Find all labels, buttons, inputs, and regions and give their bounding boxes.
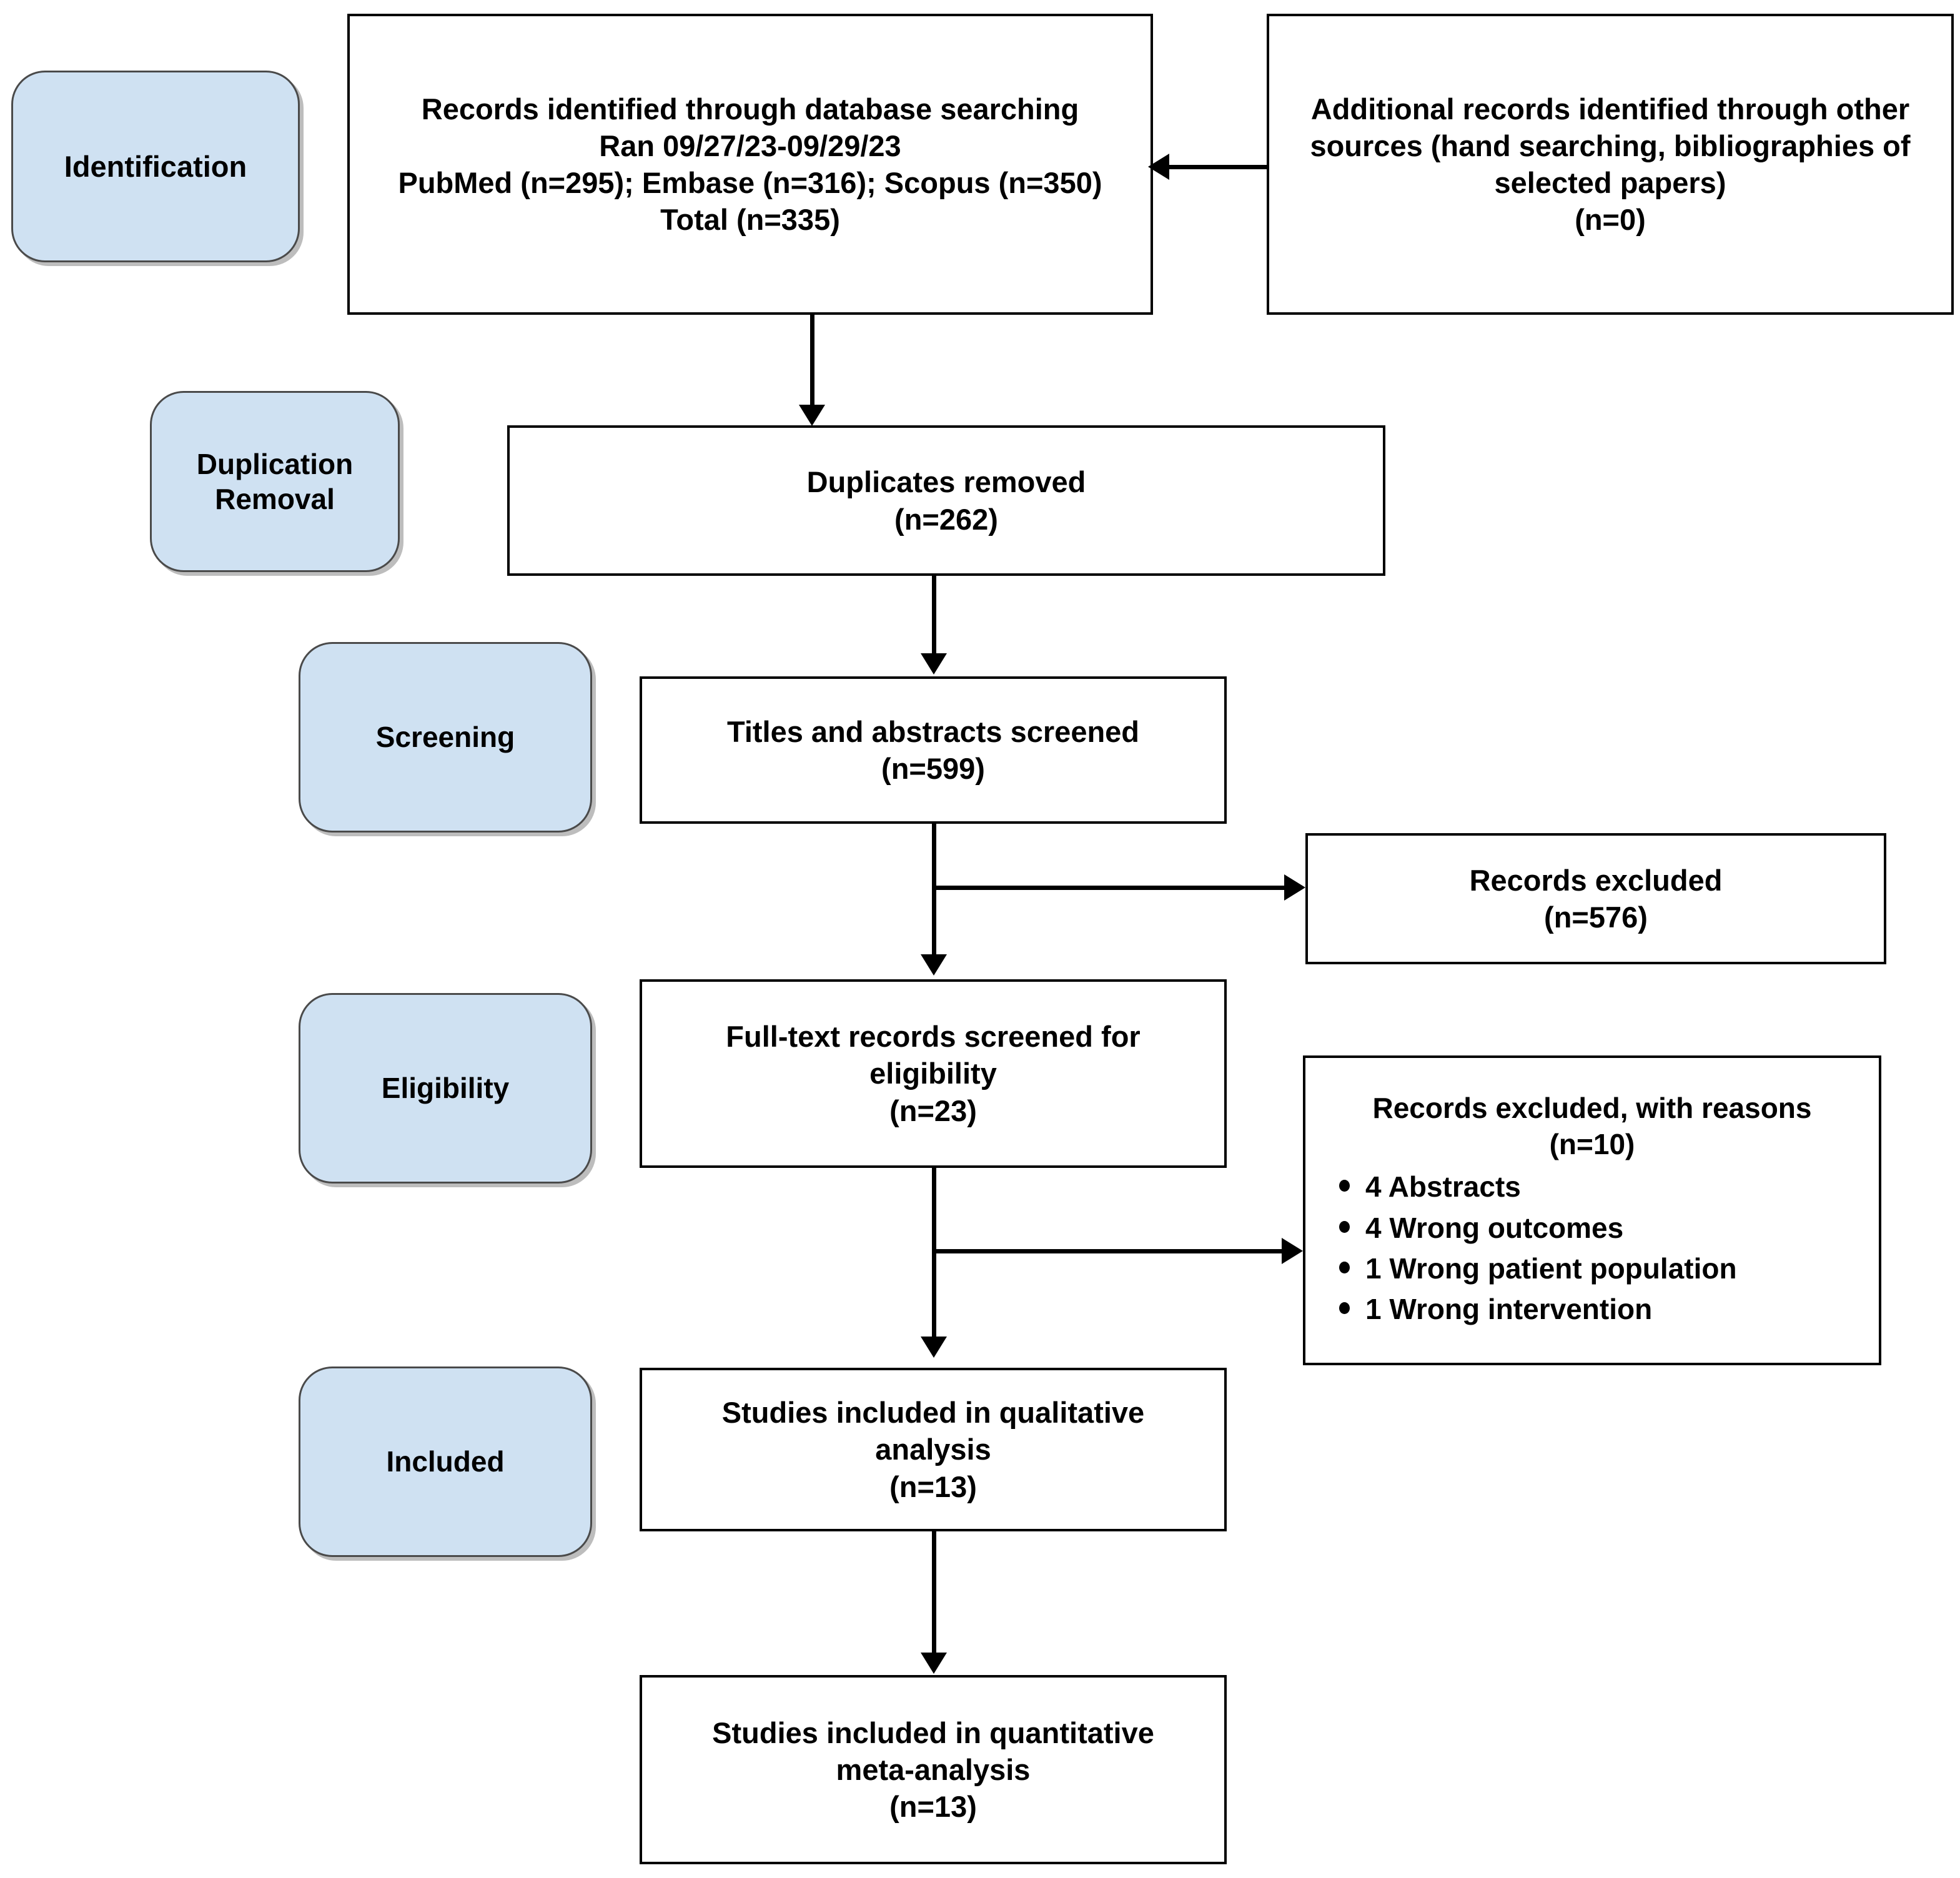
connector-duplicates-to-titles [932, 576, 936, 657]
box-studies-quantitative: Studies included in quantitative meta-an… [640, 1675, 1227, 1864]
records-identified-line-2: Ran 09/27/23-09/29/23 [599, 129, 901, 162]
full-text-line-1: Full-text records screened for [726, 1020, 1141, 1054]
qualitative-line-1: Studies included in qualitative [721, 1396, 1145, 1430]
connector-fulltext-to-qualitative [932, 1168, 936, 1340]
box-records-excluded: Records excluded (n=576) [1305, 833, 1886, 964]
additional-records-line-3: selected papers) [1494, 166, 1726, 199]
excluded-reasons-header-line-2: (n=10) [1549, 1128, 1635, 1161]
arrowhead-additional-to-identified [1148, 154, 1169, 180]
stage-pill-included: Included [299, 1366, 592, 1557]
quantitative-line-2: meta-analysis [836, 1752, 1031, 1786]
list-item: 4 Wrong outcomes [1339, 1208, 1879, 1248]
records-excluded-line-1: Records excluded [1469, 863, 1723, 897]
box-records-excluded-with-reasons: Records excluded, with reasons (n=10) 4 … [1303, 1055, 1881, 1365]
box-additional-records: Additional records identified through ot… [1267, 14, 1954, 315]
box-records-identified: Records identified through database sear… [347, 14, 1153, 315]
connector-titles-to-fulltext [932, 824, 936, 958]
records-identified-line-4: Total (n=335) [660, 203, 840, 237]
arrowhead-duplicates-to-titles [921, 653, 947, 675]
titles-abstracts-line-1: Titles and abstracts screened [726, 714, 1140, 748]
stage-label-included: Included [386, 1445, 505, 1478]
excluded-reasons-list: 4 Abstracts 4 Wrong outcomes 1 Wrong pat… [1305, 1167, 1879, 1330]
box-titles-abstracts-screened: Titles and abstracts screened (n=599) [640, 676, 1227, 824]
qualitative-line-3: (n=13) [889, 1470, 977, 1503]
additional-records-line-4: (n=0) [1575, 203, 1646, 237]
quantitative-line-1: Studies included in quantitative [712, 1716, 1154, 1749]
stage-pill-duplication-removal: Duplication Removal [150, 391, 400, 572]
stage-pill-eligibility: Eligibility [299, 993, 592, 1184]
arrowhead-fulltext-to-qualitative [921, 1337, 947, 1358]
stage-label-eligibility: Eligibility [381, 1072, 510, 1105]
list-item: 4 Abstracts [1339, 1167, 1879, 1207]
connector-titles-to-excluded [932, 886, 1288, 890]
full-text-line-2: eligibility [869, 1057, 997, 1090]
arrowhead-fulltext-to-excluded-reasons [1282, 1238, 1303, 1264]
list-item: 1 Wrong patient population [1339, 1248, 1879, 1289]
duplicates-removed-line-1: Duplicates removed [806, 465, 1086, 499]
additional-records-line-2: sources (hand searching, bibliographies … [1310, 129, 1911, 162]
duplicates-removed-line-2: (n=262) [894, 502, 998, 536]
records-identified-line-1: Records identified through database sear… [421, 92, 1079, 126]
arrowhead-titles-to-fulltext [921, 954, 947, 976]
quantitative-line-3: (n=13) [889, 1790, 977, 1824]
records-excluded-line-2: (n=576) [1544, 901, 1648, 934]
box-duplicates-removed: Duplicates removed (n=262) [507, 425, 1385, 576]
arrowhead-identified-to-duplicates [799, 405, 825, 426]
connector-identified-to-duplicates [810, 315, 814, 408]
arrowhead-titles-to-excluded [1284, 874, 1305, 901]
connector-qualitative-to-quantitative [932, 1531, 936, 1656]
list-item: 1 Wrong intervention [1339, 1289, 1879, 1330]
stage-label-duplication-removal: Duplication Removal [196, 447, 354, 515]
connector-additional-to-identified [1163, 165, 1269, 169]
full-text-line-3: (n=23) [889, 1094, 977, 1127]
box-full-text-screened: Full-text records screened for eligibili… [640, 979, 1227, 1168]
records-identified-line-3: PubMed (n=295); Embase (n=316); Scopus (… [398, 166, 1102, 199]
qualitative-line-2: analysis [875, 1433, 991, 1466]
box-studies-qualitative: Studies included in qualitative analysis… [640, 1368, 1227, 1531]
stage-label-screening: Screening [375, 721, 515, 754]
titles-abstracts-line-2: (n=599) [881, 752, 985, 785]
stage-pill-identification: Identification [11, 71, 300, 262]
additional-records-line-1: Additional records identified through ot… [1310, 92, 1910, 126]
connector-fulltext-to-excluded-reasons [932, 1249, 1285, 1253]
arrowhead-qualitative-to-quantitative [921, 1653, 947, 1674]
excluded-reasons-header-line-1: Records excluded, with reasons [1372, 1092, 1812, 1125]
stage-pill-screening: Screening [299, 642, 592, 833]
stage-label-identification: Identification [64, 149, 247, 183]
